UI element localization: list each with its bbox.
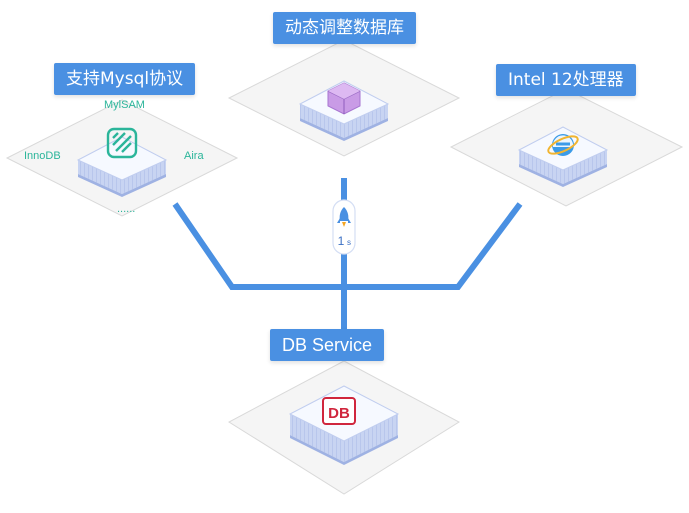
rocket-time-unit: s xyxy=(347,238,351,247)
label-dynamic-db: 动态调整数据库 xyxy=(273,12,416,44)
engine-label-innodb: InnoDB xyxy=(24,150,61,162)
engine-label-myisam: MylSAM xyxy=(104,99,145,111)
internet-explorer-icon xyxy=(547,134,579,156)
engine-label-more: ...... xyxy=(117,203,136,215)
purple-cube-icon xyxy=(327,82,361,115)
rocket-time-value: 1 xyxy=(338,234,345,248)
engine-label-aira: Aira xyxy=(184,150,204,162)
db-badge-text: DB xyxy=(328,405,350,422)
db-logo-icon: DB xyxy=(322,397,356,425)
green-lattice-icon xyxy=(106,127,138,159)
connector-left xyxy=(172,202,344,290)
platform-db-service xyxy=(228,360,460,495)
rocket-icon xyxy=(337,207,351,227)
label-mysql-protocol: 支持Mysql协议 xyxy=(54,63,196,95)
connector-right xyxy=(344,202,523,290)
label-db-service: DB Service xyxy=(270,329,385,361)
label-intel: Intel 12处理器 xyxy=(496,64,636,96)
rocket-badge: 1 s xyxy=(332,199,356,255)
